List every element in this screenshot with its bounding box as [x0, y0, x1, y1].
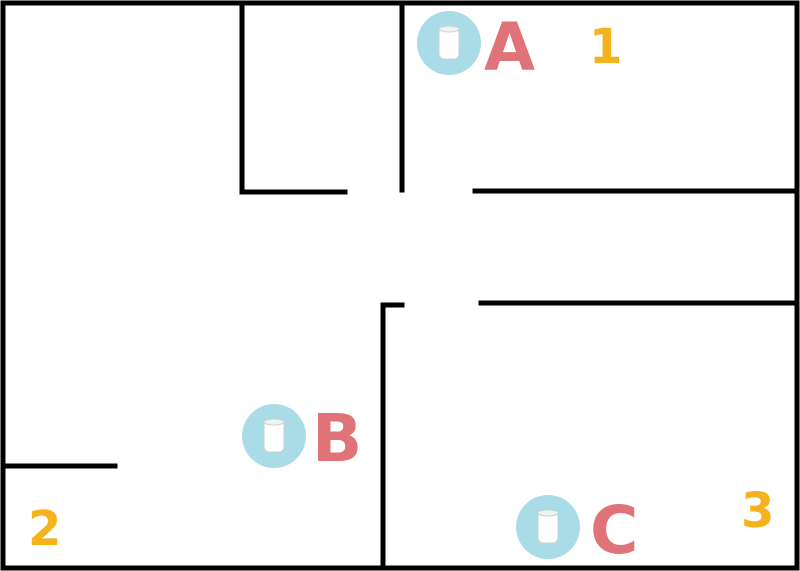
node-b: B: [242, 400, 362, 477]
room-number-2: 2: [28, 501, 61, 557]
room-number-1: 1: [589, 19, 622, 75]
mesh-router-icon: [263, 418, 285, 453]
node-a: A: [417, 9, 535, 86]
room-number-3: 3: [741, 483, 774, 539]
mesh-router-icon: [537, 509, 559, 544]
node-c-label: C: [590, 492, 638, 569]
node-b-label: B: [312, 400, 362, 477]
node-c: C: [516, 492, 638, 569]
node-a-label: A: [484, 9, 535, 86]
mesh-router-icon: [438, 25, 460, 60]
